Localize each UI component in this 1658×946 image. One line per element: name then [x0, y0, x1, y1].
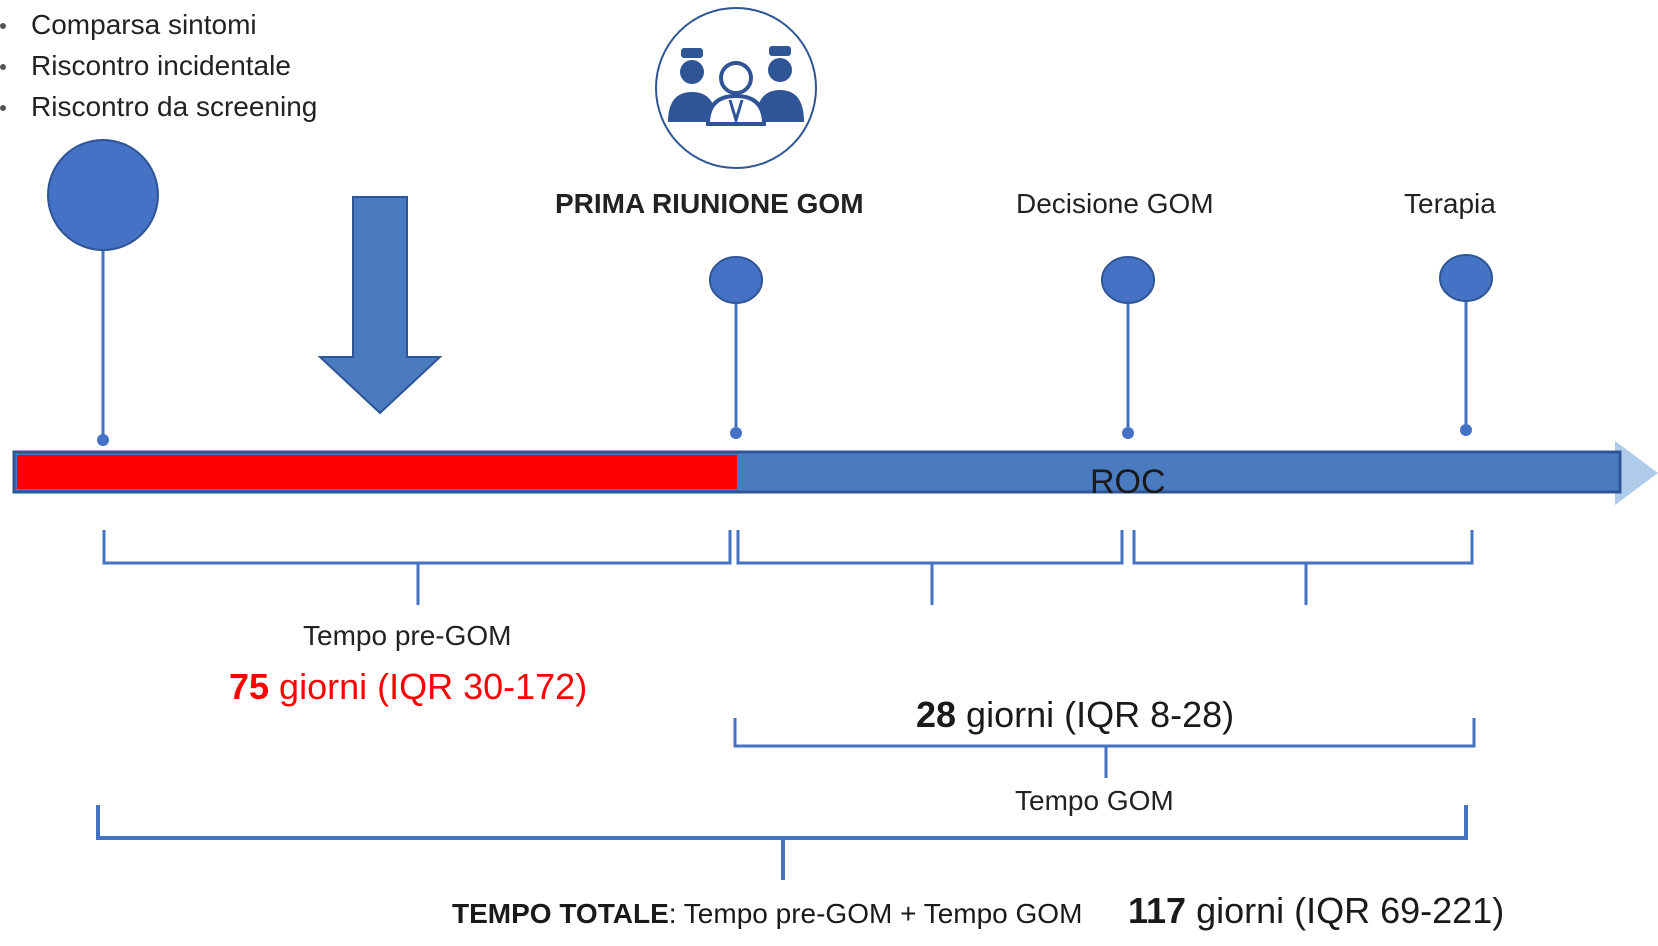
down-arrow-icon: [317, 196, 443, 415]
totale-prefix: TEMPO TOTALE: [452, 898, 669, 929]
gom-value: 28 giorni (IQR 8-28): [916, 694, 1234, 736]
totale-detail: giorni (IQR 69-221): [1186, 890, 1505, 931]
totale-formula: TEMPO TOTALE: Tempo pre-GOM + Tempo GOM: [452, 898, 1082, 930]
timeline-label: ROC: [1090, 463, 1166, 501]
brace-totale: [96, 805, 1468, 880]
marker-terapia: [1439, 254, 1493, 436]
pre-gom-detail: giorni (IQR 30-172): [269, 666, 588, 707]
brace-gom: [733, 718, 1476, 778]
marker-prima-riunione: [709, 256, 763, 439]
trigger-list: Comparsa sintomi Riscontro incidentale R…: [0, 4, 317, 127]
start-marker: [47, 139, 159, 446]
brace-gom-2: [1132, 530, 1474, 605]
totale-value: 117 giorni (IQR 69-221): [1128, 890, 1504, 932]
timeline-bar: [12, 441, 1658, 505]
gom-days: 28: [916, 694, 957, 735]
medical-team-icon: [655, 7, 817, 169]
gom-detail: giorni (IQR 8-28): [956, 694, 1235, 735]
pre-gom-segment: [17, 455, 737, 489]
gom-label: Tempo GOM: [1015, 785, 1174, 816]
trigger-item: Riscontro incidentale: [0, 45, 317, 86]
pre-gom-days: 75: [229, 666, 270, 707]
label-terapia: Terapia: [1404, 188, 1496, 219]
brace-gom-1: [736, 530, 1124, 605]
pre-gom-value: 75 giorni (IQR 30-172): [229, 666, 587, 708]
brace-pre-gom: [102, 530, 732, 605]
label-decisione: Decisione GOM: [1016, 188, 1214, 219]
totale-days: 117: [1128, 890, 1187, 931]
trigger-item: Comparsa sintomi: [0, 4, 317, 45]
pre-gom-label: Tempo pre-GOM: [303, 620, 512, 651]
marker-decisione: [1101, 256, 1155, 439]
totale-formula-text: : Tempo pre-GOM + Tempo GOM: [668, 898, 1083, 929]
label-prima-riunione: PRIMA RIUNIONE GOM: [555, 188, 864, 219]
trigger-item: Riscontro da screening: [0, 86, 317, 127]
